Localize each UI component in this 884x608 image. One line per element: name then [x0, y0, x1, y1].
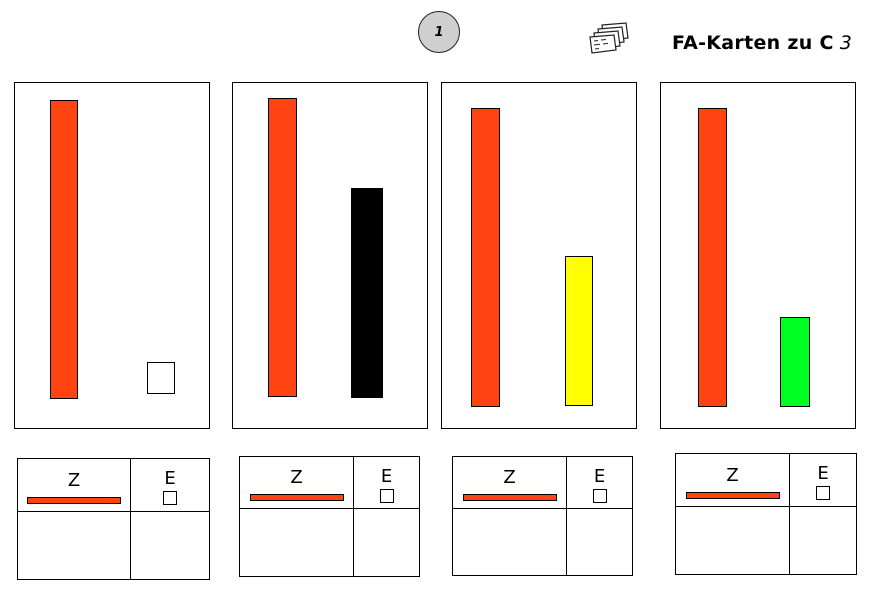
ten-bar [50, 100, 78, 399]
tens-label: Z [726, 464, 739, 486]
unit-cube [147, 362, 175, 394]
ones-header: E [353, 456, 420, 509]
unit-bar [565, 256, 593, 406]
ones-header: E [789, 453, 857, 507]
tens-answer-cell[interactable] [17, 511, 131, 580]
unit-cube-symbol [379, 488, 394, 503]
tens-label: Z [503, 467, 516, 488]
tens-header: Z [239, 456, 354, 509]
ones-header: E [566, 456, 633, 509]
answer-table: Z E [239, 456, 420, 577]
ones-answer-cell[interactable] [566, 508, 633, 576]
ten-bar [268, 98, 297, 397]
card-number-badge: 1 [418, 11, 460, 53]
stacked-cards-icon [589, 22, 629, 54]
tens-header: Z [17, 458, 131, 512]
picture-card [660, 82, 856, 429]
unit-cube-symbol [163, 491, 177, 505]
title-text: FA-Karten zu C [672, 32, 834, 54]
ten-bar-symbol [27, 496, 121, 504]
badge-number: 1 [434, 24, 444, 40]
unit-cube-symbol [816, 486, 830, 500]
answer-table: Z E [452, 456, 633, 576]
ones-label: E [164, 468, 176, 489]
ten-bar [698, 108, 727, 407]
ones-label: E [380, 465, 393, 487]
picture-card [441, 82, 637, 429]
ones-answer-cell[interactable] [789, 506, 857, 575]
ones-label: E [817, 463, 829, 484]
tens-header: Z [452, 456, 567, 509]
ten-bar [471, 108, 500, 407]
unit-bar [351, 188, 383, 398]
ten-bar-symbol [685, 491, 780, 499]
ones-label: E [593, 465, 606, 487]
unit-cube-symbol [592, 488, 607, 503]
tens-header: Z [675, 453, 790, 507]
picture-card [232, 82, 428, 429]
ones-header: E [130, 458, 210, 512]
tens-answer-cell[interactable] [675, 506, 790, 575]
ten-bar-symbol [462, 494, 557, 501]
ten-bar-symbol [249, 494, 344, 501]
tens-label: Z [290, 467, 303, 488]
tens-answer-cell[interactable] [239, 508, 354, 577]
tens-label: Z [67, 469, 81, 491]
unit-bar [780, 317, 810, 407]
ones-answer-cell[interactable] [130, 511, 210, 580]
answer-table: Z E [17, 458, 210, 580]
tens-answer-cell[interactable] [452, 508, 567, 576]
answer-table: Z E [675, 453, 857, 575]
picture-card [14, 82, 210, 429]
title-number: 3 [839, 32, 853, 54]
ones-answer-cell[interactable] [353, 508, 420, 577]
